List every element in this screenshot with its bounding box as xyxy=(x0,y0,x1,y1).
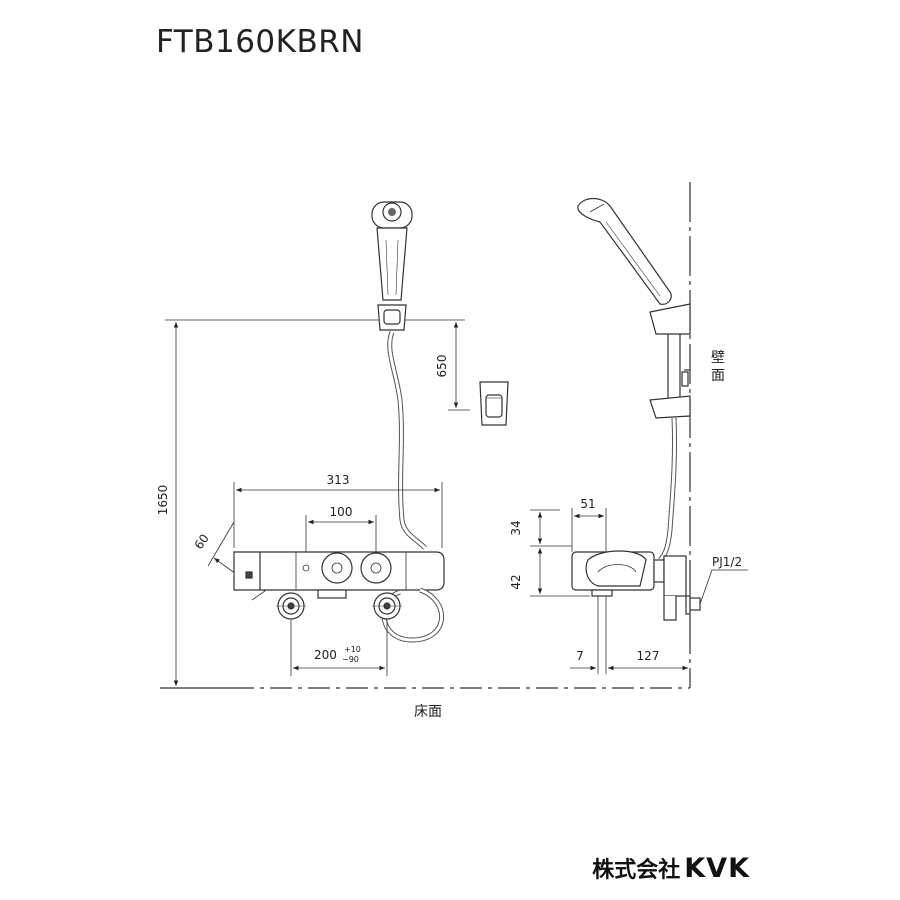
side-body xyxy=(571,550,701,621)
company-label: 株式会社 xyxy=(592,858,681,883)
mixer-body xyxy=(233,551,445,599)
dim-60: 60 xyxy=(192,531,212,552)
wall-label-bottom: 面 xyxy=(711,368,725,384)
dim-34: 34 xyxy=(509,520,523,535)
model-number: FTB160KBRN xyxy=(156,24,364,60)
shower-hose xyxy=(387,331,427,550)
dimension-labels: 1650 650 313 100 60 200 +10 −90 51 34 42… xyxy=(156,350,742,720)
hand-shower xyxy=(371,201,413,331)
side-holder-2 xyxy=(649,395,691,419)
dim-313: 313 xyxy=(327,473,350,487)
dim-1650: 1650 xyxy=(156,485,170,516)
thread-label: PJ1/2 xyxy=(712,555,742,569)
dim-100: 100 xyxy=(330,505,353,519)
front-view xyxy=(160,201,690,689)
side-view xyxy=(530,182,748,688)
dim-42: 42 xyxy=(509,574,523,589)
floor-label: 床面 xyxy=(414,704,442,720)
dim-7: 7 xyxy=(576,649,584,663)
dim-200-tol-minus: −90 xyxy=(342,655,359,664)
side-hand-shower xyxy=(577,197,672,305)
dim-650: 650 xyxy=(435,355,449,378)
side-holder xyxy=(649,303,691,335)
dim-127: 127 xyxy=(637,649,660,663)
wall-label-top: 壁 xyxy=(711,350,725,366)
slide-holder xyxy=(479,381,509,426)
right-union xyxy=(372,592,402,620)
dim-200-tol-plus: +10 xyxy=(344,645,361,654)
dim-51: 51 xyxy=(580,497,595,511)
kvk-logo: KVK xyxy=(684,853,750,884)
left-union xyxy=(276,592,306,620)
dim-200: 200 xyxy=(314,648,337,662)
